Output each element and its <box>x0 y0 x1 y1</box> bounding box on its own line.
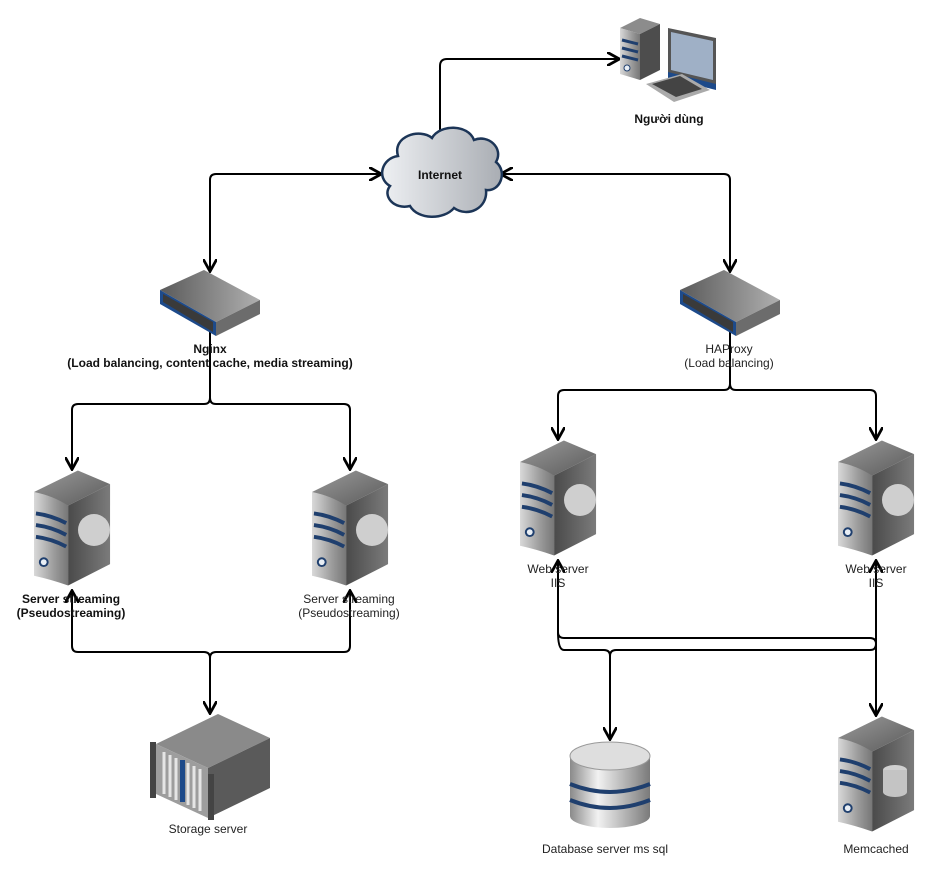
nginx-title: Nginx <box>193 342 227 356</box>
edge-storage-stream2 <box>209 592 350 659</box>
node-label-memcached: Memcached <box>843 842 909 856</box>
stream2-subtitle: (Pseudostreaming) <box>298 606 400 620</box>
node-label-internet: Internet <box>417 168 463 182</box>
haproxy-title: HAProxy <box>705 342 753 356</box>
node-label-db: Database server ms sql <box>541 842 669 856</box>
stream1-subtitle: (Pseudostreaming) <box>16 606 126 620</box>
node-label-web2: Web server IIS <box>845 562 906 590</box>
edge-internet-haproxy <box>502 174 730 270</box>
edge-internet-user <box>440 59 618 150</box>
cloud-icon[interactable] <box>380 126 504 218</box>
node-label-user: Người dùng <box>634 112 704 126</box>
stream1-title: Server streaming <box>21 592 121 606</box>
node-label-web1: Web server IIS <box>527 562 588 590</box>
nginx-subtitle: (Load balancing, content cache, media st… <box>67 356 353 370</box>
stream2-title: Server streaming <box>303 592 395 606</box>
haproxy-subtitle: (Load balancing) <box>684 356 774 370</box>
web-server-icon[interactable] <box>34 470 112 588</box>
edge-db-web2 <box>609 562 876 657</box>
web2-subtitle: IIS <box>868 576 884 590</box>
web-server-icon[interactable] <box>520 440 598 558</box>
cache-server-icon[interactable] <box>838 716 916 834</box>
node-label-storage: Storage server <box>168 822 248 836</box>
web1-subtitle: IIS <box>550 576 566 590</box>
rack-storage-server-icon[interactable] <box>150 714 270 820</box>
edge-db-web <box>557 631 610 738</box>
network-switch-icon[interactable] <box>680 270 780 336</box>
edge-internet-nginx <box>210 174 380 270</box>
web1-title: Web server <box>527 562 589 576</box>
node-label-nginx: Nginx (Load balancing, content cache, me… <box>67 342 352 370</box>
desktop-computer-icon[interactable] <box>620 18 716 102</box>
node-label-stream1: Server streaming (Pseudostreaming) <box>17 592 126 620</box>
node-label-stream2: Server streaming (Pseudostreaming) <box>298 592 399 620</box>
node-label-haproxy: HAProxy (Load balancing) <box>684 342 773 370</box>
edge-web1-memcached <box>558 562 876 714</box>
network-switch-icon[interactable] <box>160 270 260 336</box>
web-server-icon[interactable] <box>838 440 916 558</box>
edge-nginx-stream2 <box>209 397 350 468</box>
database-icon[interactable] <box>569 741 651 828</box>
connectors <box>72 59 876 738</box>
web2-title: Web server <box>845 562 907 576</box>
web-server-icon[interactable] <box>312 470 390 588</box>
edge-haproxy-web2 <box>729 383 876 438</box>
